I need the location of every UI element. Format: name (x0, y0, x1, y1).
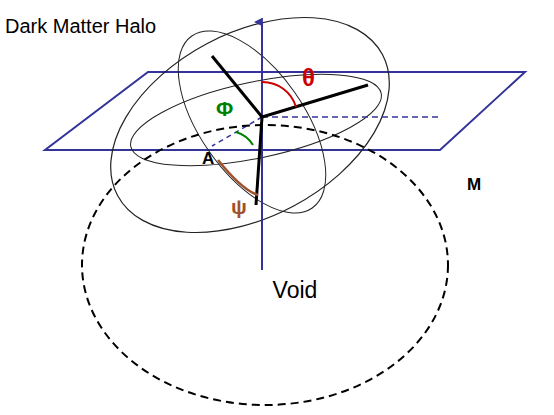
void-outline (80, 123, 450, 407)
mass-label: M (467, 176, 481, 193)
plane (45, 72, 525, 150)
theta-label: θ (302, 66, 315, 90)
halo-section (123, 56, 389, 184)
projection-line (262, 116, 440, 118)
halo-section (149, 6, 355, 238)
psi-label: ψ (231, 196, 247, 217)
halo-axis (262, 85, 368, 117)
theta-arc (262, 82, 296, 107)
void-region: Void (80, 123, 450, 407)
region-label: Void (273, 277, 318, 304)
void-ellipse (82, 125, 448, 405)
psi-arc (218, 160, 258, 195)
halo-title: Dark Matter Halo (5, 16, 156, 36)
halo-axis (256, 117, 262, 205)
projection-line (212, 117, 262, 146)
phi-arc (236, 132, 253, 145)
phi-label: Φ (216, 98, 233, 119)
point-label: A (202, 150, 214, 167)
halo-ellipsoid (74, 0, 425, 277)
